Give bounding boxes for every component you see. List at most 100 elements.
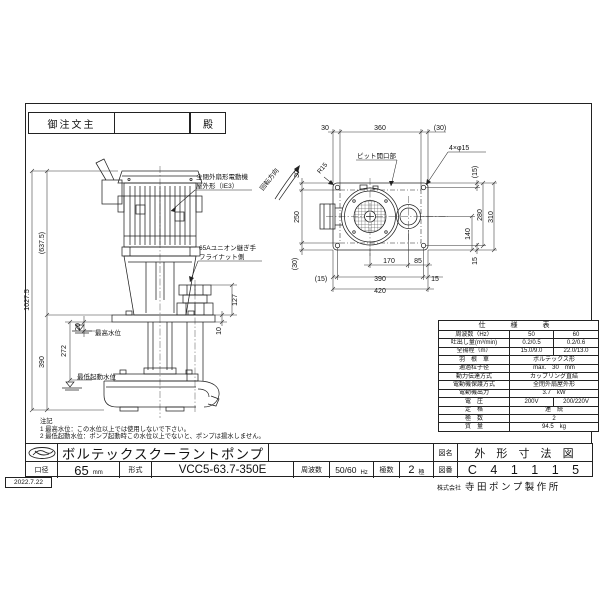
dim-right-15b: 15 — [472, 257, 479, 265]
spec-value: 94.5 kg — [509, 422, 599, 432]
spec-label: 電動機保護方式 — [438, 380, 510, 390]
spec-value: カップリング直結 — [509, 371, 599, 382]
drawing-no-label: 図番 — [434, 462, 458, 478]
dim-bot-170: 170 — [383, 258, 395, 265]
drawing-name-label: 図名 — [434, 444, 458, 461]
date-stamp: 2022.7.22 — [5, 477, 52, 488]
spec-value: 200V — [509, 397, 554, 407]
spec-label: 電 圧 — [438, 397, 510, 407]
bore-unit: mm — [92, 470, 103, 476]
spec-label: 吐出し量(m³/min) — [438, 338, 510, 348]
spec-label: 定 格 — [438, 405, 510, 415]
spec-label: 羽 根 車 — [438, 355, 510, 365]
side-view — [62, 158, 220, 418]
union-callout-line1: 65Aユニオン継ぎ手 — [199, 243, 257, 252]
frequency-value: 50/60 — [335, 465, 357, 475]
company-name: 株式会社 寺田ポンプ製作所 — [437, 479, 561, 493]
dim-right-310: 310 — [488, 211, 495, 223]
dim-right-140: 140 — [465, 228, 472, 240]
dim-high-water: 20 — [75, 323, 82, 331]
spec-value: 0.2/0.5 — [509, 338, 554, 348]
rotation-label: 回転方向 — [257, 166, 280, 192]
radius-callout-text: R15 — [316, 161, 329, 175]
customer-name-blank — [115, 112, 190, 134]
dim-right-15t: (15) — [472, 166, 479, 178]
dim-right-280: 280 — [477, 209, 484, 221]
label-high-water: 最高水位 — [95, 328, 122, 337]
side-view-dimensions — [29, 168, 237, 413]
product-name: ボルテックスクーラントポンプ — [58, 444, 269, 461]
spec-label: 極 数 — [438, 413, 510, 424]
dim-bot-15l: (15) — [315, 276, 327, 283]
dim-top-30: 30 — [321, 125, 329, 132]
union-callout-line2: フライナット側 — [199, 253, 245, 261]
spec-label: 動力伝達方式 — [438, 371, 510, 382]
dim-top-30p: (30) — [434, 125, 446, 132]
customer-label: 御注文主 — [28, 112, 115, 134]
spec-value: 全閉外扇屋外形 — [509, 380, 599, 390]
dim-bot-15r: 15 — [431, 276, 439, 283]
spec-value: 2 — [509, 413, 599, 424]
spec-value: 15.0/9.0 — [509, 346, 554, 357]
dim-union-height: 127 — [232, 294, 239, 306]
dim-overall-height: 1027.5 — [24, 289, 31, 311]
notes: 注記 1 最高水位：この水位以上では使用しないで下さい。 2 最低起動水位：ポン… — [40, 418, 265, 441]
spec-label: 通過粒子径 — [438, 363, 510, 373]
pit-callout: ピット開口部 — [356, 151, 398, 187]
poles-value: 2 — [408, 464, 415, 476]
spec-value: 0.2/0.6 — [553, 338, 599, 348]
motor-callout-line1: 全閉外扇形電動機 — [196, 172, 249, 181]
union-callout: 65Aユニオン継ぎ手 フライナット側 — [189, 243, 262, 283]
dim-upper-height: (637.5) — [39, 232, 46, 254]
model-value: VCC5-63.7-350E — [152, 462, 294, 478]
spec-value: max. 30 mm — [509, 363, 599, 373]
model-label: 形式 — [120, 462, 152, 478]
spec-value: ボルテックス形 — [509, 355, 599, 365]
dim-left-250: 250 — [294, 211, 301, 223]
poles-unit: 極 — [418, 470, 425, 476]
motor-callout: 全閉外扇形電動機 屋外形（IE3） — [170, 172, 252, 212]
top-view — [319, 178, 448, 256]
dim-low-water: 272 — [61, 345, 68, 357]
poles-label: 極数 — [374, 462, 400, 478]
holes-callout: 4×φ15 — [425, 145, 486, 186]
spec-value: 60 — [553, 329, 599, 340]
spec-value: 連 続 — [509, 405, 599, 415]
spec-value: 22.0/13.0 — [553, 346, 599, 357]
frequency-unit: Hz — [360, 470, 368, 476]
drawing-name: 外 形 寸 法 図 — [474, 447, 578, 460]
holes-callout-text: 4×φ15 — [449, 145, 469, 152]
spec-title: 仕 様 表 — [438, 320, 599, 331]
bore-value: 65 — [74, 462, 89, 478]
dim-left-30: 30 — [294, 170, 301, 178]
spec-value: 200/220V — [553, 397, 599, 407]
radius-callout: R15 — [316, 161, 335, 186]
spec-value: 3.7 kW — [509, 388, 599, 399]
spec-label: 周波数（Hz） — [438, 329, 510, 340]
title-block-blank — [269, 444, 434, 461]
top-view-dimensions — [299, 129, 497, 292]
company-prefix: 株式会社 — [437, 486, 462, 492]
notes-title: 注記 — [40, 418, 53, 425]
frequency-label: 周波数 — [294, 462, 330, 478]
dim-plate-thickness: 10 — [216, 327, 223, 335]
spec-value: 50 — [509, 329, 554, 340]
dim-lower-height: 390 — [39, 356, 46, 368]
motor-callout-line2: 屋外形（IE3） — [196, 181, 238, 190]
pit-callout-text: ピット開口部 — [357, 151, 397, 160]
terada-logo-icon — [26, 444, 58, 461]
label-low-water: 最低起動水位 — [77, 372, 117, 381]
dim-bot-420: 420 — [374, 288, 386, 295]
dim-left-30p: (30) — [292, 258, 299, 270]
spec-label: 電動機出力 — [438, 388, 510, 399]
spec-label: 全揚程（m） — [438, 346, 510, 357]
bore-label: 口径 — [26, 462, 58, 478]
dim-top-360: 360 — [374, 125, 386, 132]
